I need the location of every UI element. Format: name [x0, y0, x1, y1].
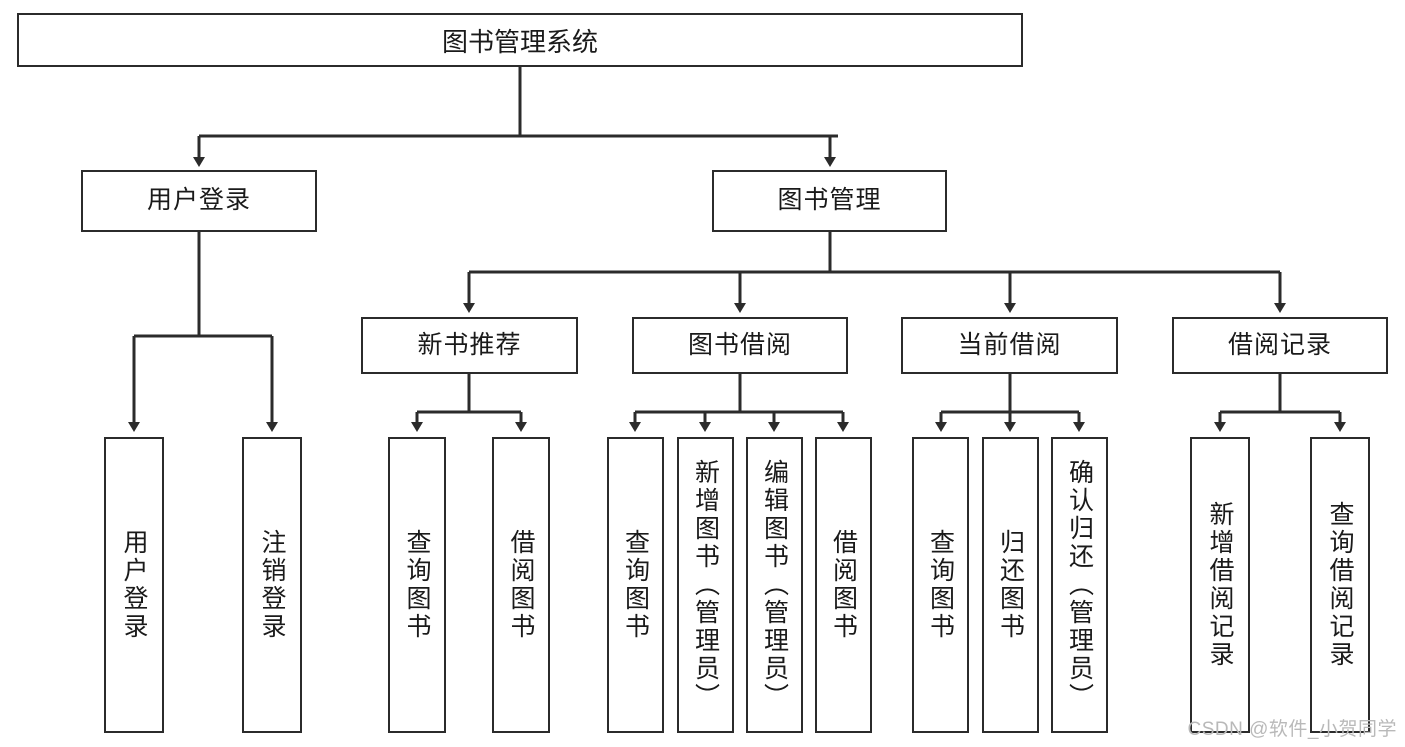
leaf-add-borrow-record[interactable]: 新增借阅记录 [1190, 437, 1250, 733]
node-label: 新增图书（管理员） [691, 459, 720, 711]
leaf-edit-book-admin[interactable]: 编辑图书（管理员） [746, 437, 803, 733]
node-label: 查询借阅记录 [1326, 501, 1354, 669]
node-root-system[interactable]: 图书管理系统 [17, 13, 1023, 67]
node-label: 新增借阅记录 [1206, 501, 1234, 669]
node-label: 图书借阅 [687, 330, 792, 359]
node-label: 图书管理 [777, 186, 882, 215]
leaf-borrow-book[interactable]: 借阅图书 [815, 437, 872, 733]
leaf-query-borrow-record[interactable]: 查询借阅记录 [1310, 437, 1370, 733]
node-label: 新书推荐 [417, 330, 522, 359]
node-label: 查询图书 [926, 529, 955, 641]
node-label: 当前借阅 [957, 330, 1062, 359]
node-new-book-recommend[interactable]: 新书推荐 [361, 317, 578, 374]
leaf-confirm-return-admin[interactable]: 确认归还（管理员） [1051, 437, 1108, 733]
node-label: 借阅图书 [507, 529, 535, 641]
node-label: 查询图书 [403, 529, 431, 641]
node-user-login[interactable]: 用户登录 [81, 170, 317, 232]
node-label: 借阅图书 [829, 529, 858, 641]
node-label: 确认归还（管理员） [1065, 459, 1094, 711]
node-label: 归还图书 [996, 529, 1025, 641]
leaf-query-book-recommend[interactable]: 查询图书 [388, 437, 446, 733]
node-book-management[interactable]: 图书管理 [712, 170, 947, 232]
leaf-borrow-book-recommend[interactable]: 借阅图书 [492, 437, 550, 733]
node-book-borrow[interactable]: 图书借阅 [632, 317, 848, 374]
node-label: 注销登录 [258, 529, 286, 641]
leaf-user-login[interactable]: 用户登录 [104, 437, 164, 733]
leaf-query-book-borrow[interactable]: 查询图书 [607, 437, 664, 733]
node-borrow-record[interactable]: 借阅记录 [1172, 317, 1388, 374]
leaf-return-book[interactable]: 归还图书 [982, 437, 1039, 733]
watermark: CSDN @软件_小贺同学 [1187, 719, 1397, 740]
node-label: 编辑图书（管理员） [760, 459, 789, 711]
node-label: 查询图书 [621, 529, 650, 641]
leaf-add-book-admin[interactable]: 新增图书（管理员） [677, 437, 734, 733]
node-label: 图书管理系统 [441, 26, 598, 57]
node-current-borrow[interactable]: 当前借阅 [901, 317, 1118, 374]
leaf-logout[interactable]: 注销登录 [242, 437, 302, 733]
leaf-query-book-current[interactable]: 查询图书 [912, 437, 969, 733]
node-label: 用户登录 [120, 529, 148, 641]
node-label: 借阅记录 [1227, 330, 1332, 359]
node-label: 用户登录 [146, 186, 251, 215]
